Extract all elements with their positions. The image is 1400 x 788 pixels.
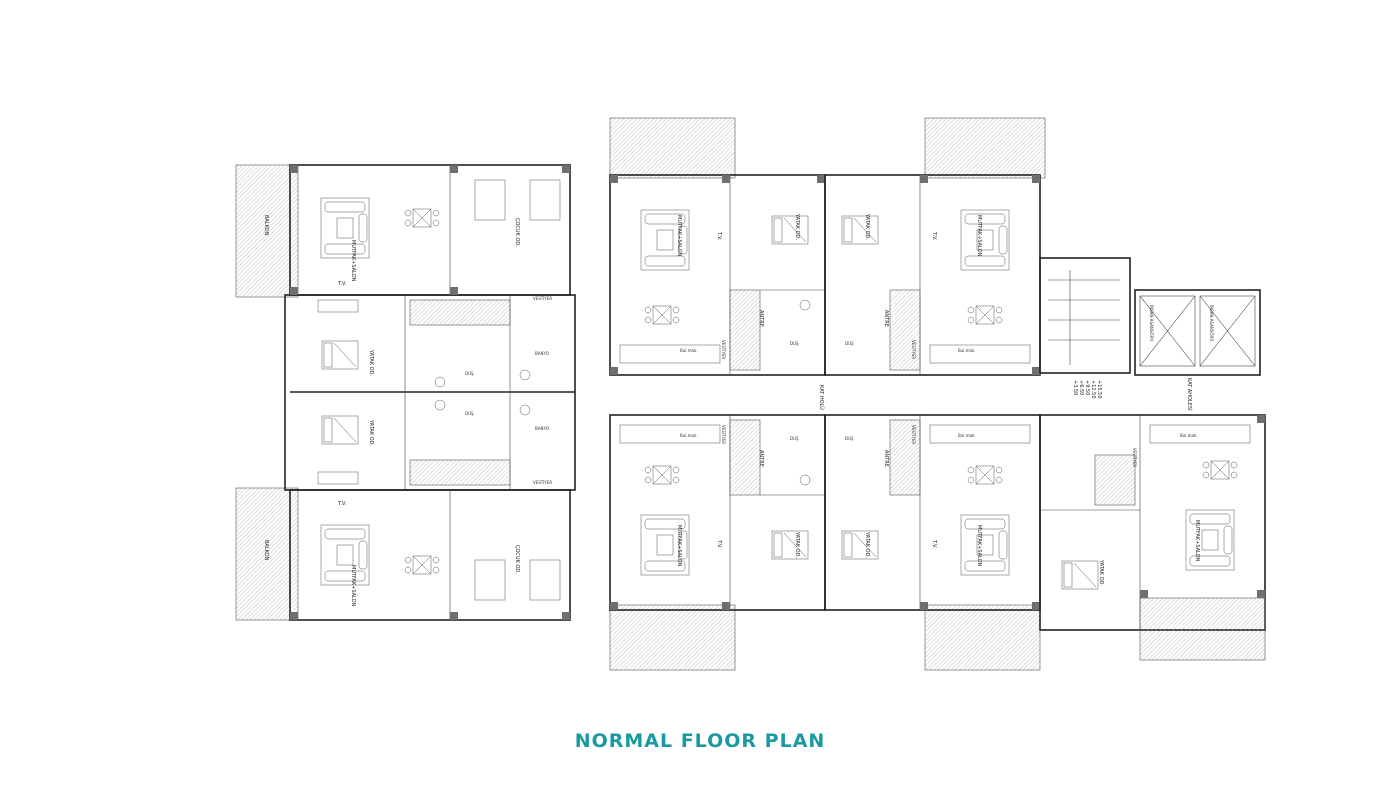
level-3: +9.50 [1084,380,1090,395]
label-tv-bottom-left: T.V. [337,501,347,507]
label-tv-cl-top: T.V. [716,231,722,241]
plan-caption: NORMAL FLOOR PLAN [574,730,826,752]
label-bath-1: BANYO [535,351,549,356]
label-bed-cr-bottom: YATAK OD. [864,531,870,558]
label-cloak-6: VESTİYER [533,480,552,485]
balcony-top-center-right [924,117,1046,179]
label-elevator-2: İNSAN ASANSÖRÜ [1209,305,1214,341]
label-living-cl-bottom: MUTFAK+SALON [676,525,682,567]
label-entrance-cl-bottom: ANTRE [758,450,764,467]
label-entrance-cl-top: ANTRE [758,310,764,327]
unit-bottom-left [289,489,571,621]
label-cloak-3: VESTİYER [721,425,726,444]
level-1: +15.50 [1096,380,1102,399]
label-entrance-cr-bottom: ANTRE [883,450,889,467]
balcony-bottom-center-right [924,604,1041,671]
label-bed-left-1: YATAK OD. [368,349,374,376]
level-markers: +15.50 +12.50 +9.50 +6.50 +3.50 [1072,380,1102,399]
label-child-bottom: ÇOCUK OD. [514,545,520,574]
label-bed-right: YATAK OD. [1098,559,1104,586]
label-tv-cl-bottom: T.V. [716,539,722,549]
label-dishwasher-2: Bul.mak. [680,433,698,438]
left-block [235,164,576,621]
label-bath-2: BANYO [535,426,549,431]
label-cloak-1: VESTİYER [721,340,726,359]
label-floor-landing: KAT AHOLESİ [1186,378,1193,411]
label-elevator-1: İNSAN ASANSÖRÜ [1149,305,1154,341]
label-dishwasher-4: Bul.mak. [958,433,976,438]
balcony-bottom-left [235,487,299,621]
label-cloak-2: VESTİYER [911,340,916,359]
level-2: +12.50 [1090,380,1096,399]
label-living-cl-top: MUTFAK+SALON [676,215,682,257]
label-bed-cr-top: YATAK OD. [864,213,870,240]
elevator-block [1134,289,1261,376]
label-shower-5: DUŞ [465,371,474,376]
label-shower-3: DUŞ [790,436,799,441]
stair-elevator-core [1039,257,1261,376]
label-shower-4: DUŞ [845,436,854,441]
label-living-top-left: MUTFAK+SALON [350,240,356,282]
stair-well [1039,257,1131,374]
center-left-block [609,117,826,671]
label-living-right: MUTFAK+SALON [1194,520,1200,562]
label-tv-cr-bottom: T.V. [931,539,937,549]
balcony-bottom-center-left [609,604,736,671]
label-entrance-cr-top: ANTRE [883,310,889,327]
label-floor-hall: KAT HOLÜ [818,385,825,410]
label-cloak-5: VESTİYER [533,296,552,301]
center-right-block [824,117,1046,671]
balcony-bottom-right [1139,597,1266,661]
label-shower-2: DUŞ [845,341,854,346]
label-tv-cr-top: T.V. [931,231,937,241]
balcony-top-center-left [609,117,736,179]
label-dishwasher-1: Bul.mak. [680,348,698,353]
label-balcony-top-left: BALKON [263,215,269,236]
level-5: +3.50 [1072,380,1078,395]
label-cloak-4: VESTİYER [911,425,916,444]
label-living-cr-bottom: MUTFAK+SALON [976,525,982,567]
label-tv-top-left: T.V. [337,281,347,287]
label-child-top: ÇOCUK OD. [514,218,520,247]
label-dishwasher-3: Bul.mak. [958,348,976,353]
room-labels: MUTFAK+SALON MUTFAK+SALON ÇOCUK OD. ÇOCU… [263,213,1214,607]
right-block [1039,414,1266,661]
balcony-top-left [235,164,299,298]
label-shower-6: DUŞ [465,411,474,416]
label-living-cr-top: MUTFAK+SALON [976,215,982,257]
label-bed-cl-top: YATAK OD. [794,213,800,240]
unit-top-left [289,164,571,296]
label-cloak-7: VESTİYER [1132,448,1137,467]
label-shower-1: DUŞ [790,341,799,346]
label-balcony-bottom-left: BALKON [263,540,269,561]
level-4: +6.50 [1078,380,1084,395]
label-dishwasher-5: Bul.mak. [1180,433,1198,438]
label-living-bottom-left: MUTFAK+SALON [350,565,356,607]
label-bed-left-2: YATAK OD. [368,419,374,446]
label-bed-cl-bottom: YATAK OD. [794,531,800,558]
